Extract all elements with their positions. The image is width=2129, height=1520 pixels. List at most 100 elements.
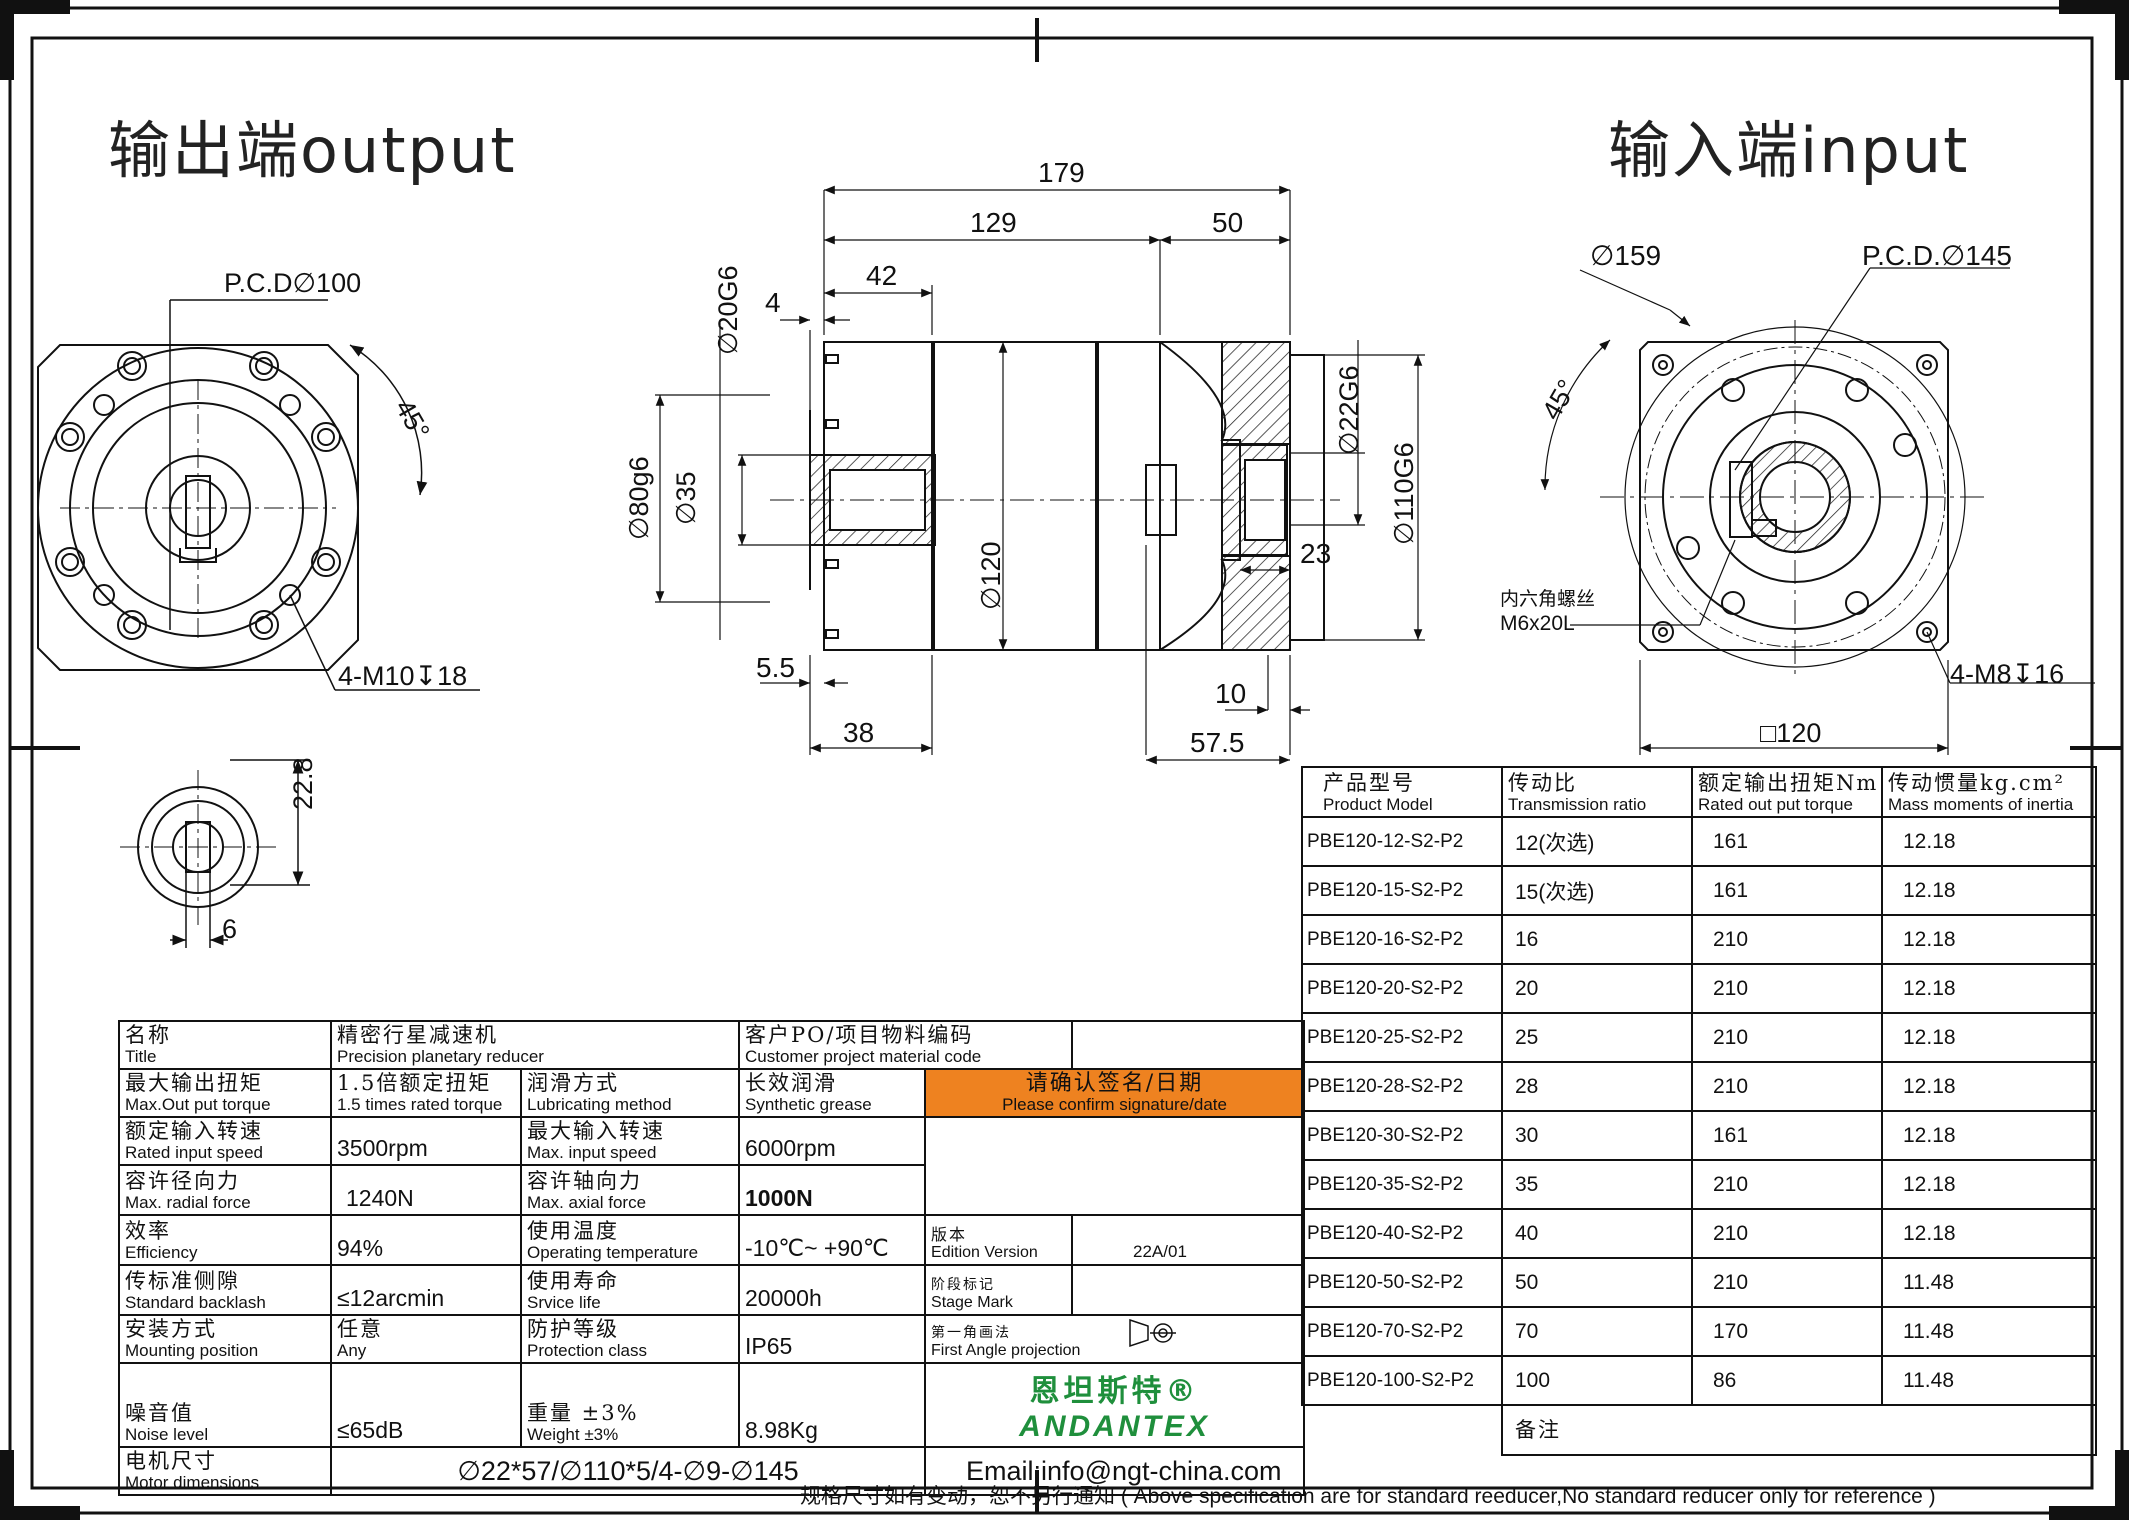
ratio-cell: 25 bbox=[1501, 1012, 1693, 1063]
torque-cell: 86 bbox=[1691, 1355, 1883, 1406]
inertia-cell: 11.48 bbox=[1881, 1257, 2097, 1308]
input-thread-label: 4-M8↧16 bbox=[1950, 659, 2064, 689]
title-value-en: Precision planetary reducer bbox=[337, 1047, 544, 1066]
inertia-cell: 12.18 bbox=[1881, 1012, 2097, 1063]
dim-shaft-dia: ∅20G6 bbox=[713, 265, 743, 355]
noise-value: ≤65dB bbox=[330, 1362, 522, 1448]
label-lubrication-en: Lubricating method bbox=[527, 1095, 672, 1114]
ratio-cell: 28 bbox=[1501, 1061, 1693, 1112]
label-radial-force-en: Max. radial force bbox=[125, 1193, 251, 1212]
dim-input-pilot: ∅110G6 bbox=[1389, 442, 1419, 545]
rated-input-speed-value: 3500rpm bbox=[330, 1116, 522, 1166]
dim-flange-offset: 42 bbox=[866, 260, 897, 291]
model-cell: PBE120-40-S2-P2 bbox=[1301, 1208, 1503, 1259]
label-edition-zh: 版本 bbox=[931, 1225, 968, 1244]
dim-shaft-len: 38 bbox=[843, 717, 874, 748]
motor-dims-value: ∅22*57/∅110*5/4-∅9-∅145 bbox=[329, 1446, 927, 1496]
backlash-value: ≤12arcmin bbox=[330, 1264, 522, 1316]
label-axial-force-zh: 容许轴向力 bbox=[527, 1169, 642, 1193]
label-stage-zh: 阶段标记 bbox=[931, 1277, 996, 1293]
label-weight-zh: 重量 ±3% bbox=[527, 1401, 639, 1425]
lubrication-value-zh: 长效润滑 bbox=[745, 1071, 838, 1095]
ratio-cell: 100 bbox=[1501, 1355, 1693, 1406]
label-title-en: Title bbox=[125, 1047, 157, 1066]
input-flange-view bbox=[1540, 267, 2095, 755]
ratio-cell: 16 bbox=[1501, 914, 1693, 965]
label-backlash-en: Standard backlash bbox=[125, 1293, 266, 1312]
model-cell: PBE120-12-S2-P2 bbox=[1301, 816, 1503, 867]
model-cell: PBE120-28-S2-P2 bbox=[1301, 1061, 1503, 1112]
header-inertia-en: Mass moments of inertia bbox=[1888, 795, 2074, 814]
remark-row: 备注 bbox=[1302, 1404, 2097, 1456]
label-mounting-zh: 安装方式 bbox=[125, 1317, 217, 1341]
label-mounting-en: Mounting position bbox=[125, 1341, 259, 1360]
torque-cell: 210 bbox=[1691, 1159, 1883, 1210]
torque-cell: 161 bbox=[1691, 1110, 1883, 1161]
input-view-title: 输入端input bbox=[1608, 114, 1970, 187]
max-torque-value-en: 1.5 times rated torque bbox=[337, 1095, 503, 1114]
inertia-cell: 12.18 bbox=[1881, 963, 2097, 1014]
ratio-cell: 35 bbox=[1501, 1159, 1693, 1210]
inertia-cell: 12.18 bbox=[1881, 1061, 2097, 1112]
model-cell: PBE120-35-S2-P2 bbox=[1301, 1159, 1503, 1210]
signature-area[interactable] bbox=[924, 1116, 1306, 1216]
model-cell: PBE120-25-S2-P2 bbox=[1301, 1012, 1503, 1063]
output-view-title: 输出端output bbox=[108, 114, 517, 187]
service-life-value: 20000h bbox=[738, 1264, 927, 1316]
brand-logo: 恩坦斯特®ANDANTEX bbox=[924, 1362, 1306, 1448]
model-cell: PBE120-100-S2-P2 bbox=[1301, 1355, 1503, 1406]
footer-note: 规格尺寸如有变动，恕不另行通知 ( Above specification ar… bbox=[800, 1485, 1936, 1508]
torque-cell: 210 bbox=[1691, 1257, 1883, 1308]
torque-cell: 210 bbox=[1691, 1208, 1883, 1259]
ratio-cell: 70 bbox=[1501, 1306, 1693, 1357]
dim-overall-length: 179 bbox=[1038, 157, 1085, 188]
side-view bbox=[655, 185, 1425, 765]
screw-label-zh: 内六角螺丝 bbox=[1500, 588, 1595, 610]
lubrication-value-en: Synthetic grease bbox=[745, 1095, 872, 1114]
ratio-cell: 30 bbox=[1501, 1110, 1693, 1161]
dim-input-bore: ∅22G6 bbox=[1334, 365, 1364, 455]
label-max-input-speed-en: Max. input speed bbox=[527, 1143, 657, 1162]
label-noise-zh: 噪音值 bbox=[125, 1401, 194, 1425]
label-max-torque-en: Max.Out put torque bbox=[125, 1095, 271, 1114]
output-pcd-label: P.C.D∅100 bbox=[224, 268, 361, 298]
output-flange-view bbox=[37, 299, 480, 691]
ratio-cell: 50 bbox=[1501, 1257, 1693, 1308]
dim-rear-step: 10 bbox=[1215, 678, 1246, 709]
model-cell: PBE120-16-S2-P2 bbox=[1301, 914, 1503, 965]
model-cell: PBE120-50-S2-P2 bbox=[1301, 1257, 1503, 1308]
input-pcd-label: P.C.D.∅145 bbox=[1862, 240, 2012, 271]
remark-label: 备注 bbox=[1515, 1417, 1561, 1442]
input-outer-dia: ∅159 bbox=[1590, 240, 1661, 271]
label-efficiency-en: Efficiency bbox=[125, 1243, 198, 1262]
header-ratio-zh: 传动比 bbox=[1508, 771, 1577, 795]
protection-value: IP65 bbox=[738, 1314, 927, 1364]
label-service-life-en: Srvice life bbox=[527, 1293, 601, 1312]
label-efficiency-zh: 效率 bbox=[125, 1219, 171, 1243]
keyway-width-label: 6 bbox=[222, 914, 237, 944]
dim-bore-depth: 23 bbox=[1300, 538, 1331, 569]
dim-input-length: 50 bbox=[1212, 207, 1243, 238]
label-protection-zh: 防护等级 bbox=[527, 1317, 619, 1341]
contact-email[interactable]: Email:info@ngt-china.com bbox=[924, 1446, 1306, 1496]
ratio-cell: 15(次选) bbox=[1501, 865, 1693, 916]
output-thread-label: 4-M10↧18 bbox=[338, 661, 467, 691]
ratio-cell: 40 bbox=[1501, 1208, 1693, 1259]
dim-body-dia: ∅120 bbox=[976, 541, 1006, 610]
inertia-cell: 11.48 bbox=[1881, 1306, 2097, 1357]
brand-name-zh: 恩坦斯特® bbox=[1029, 1374, 1200, 1409]
label-stage-en: Stage Mark bbox=[931, 1294, 1013, 1311]
label-temperature-zh: 使用温度 bbox=[527, 1219, 619, 1243]
dim-key-dia: ∅35 bbox=[671, 471, 701, 525]
label-motor-dims-zh: 电机尺寸 bbox=[125, 1449, 217, 1473]
